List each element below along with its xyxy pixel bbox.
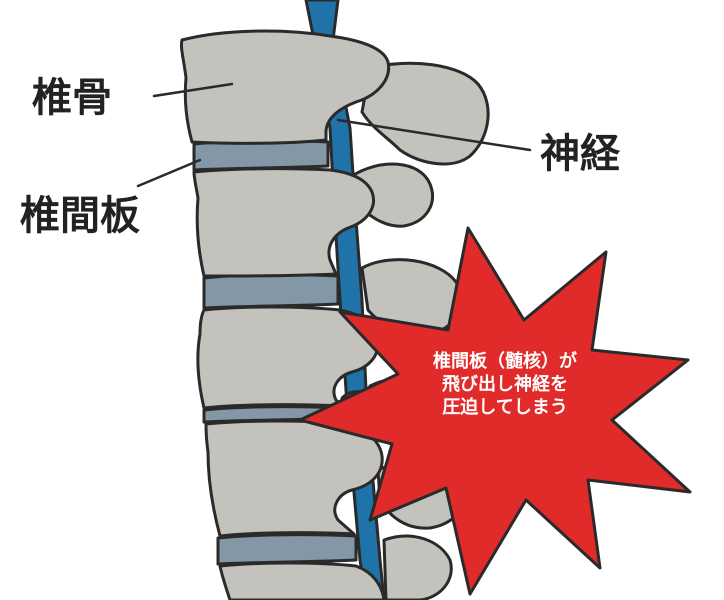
leader-nerve [336,118,532,152]
leader-disc [136,158,202,188]
label-vertebra: 椎骨 [32,75,112,121]
leader-lines [136,82,532,188]
callout-line-2: 飛び出し神経を [442,374,568,395]
callout-text: 椎間板（髄核）が 飛び出し神経を 圧迫してしまう [410,350,600,419]
callout-line-3: 圧迫してしまう [442,397,568,418]
label-intervertebral-disc: 椎間板 [20,193,140,239]
callout-burst [298,226,692,596]
callout-line-1: 椎間板（髄核）が [433,351,577,372]
vertebral-bodies [180,29,391,600]
label-nerve: 神経 [540,131,620,177]
leader-vertebra [152,82,234,98]
